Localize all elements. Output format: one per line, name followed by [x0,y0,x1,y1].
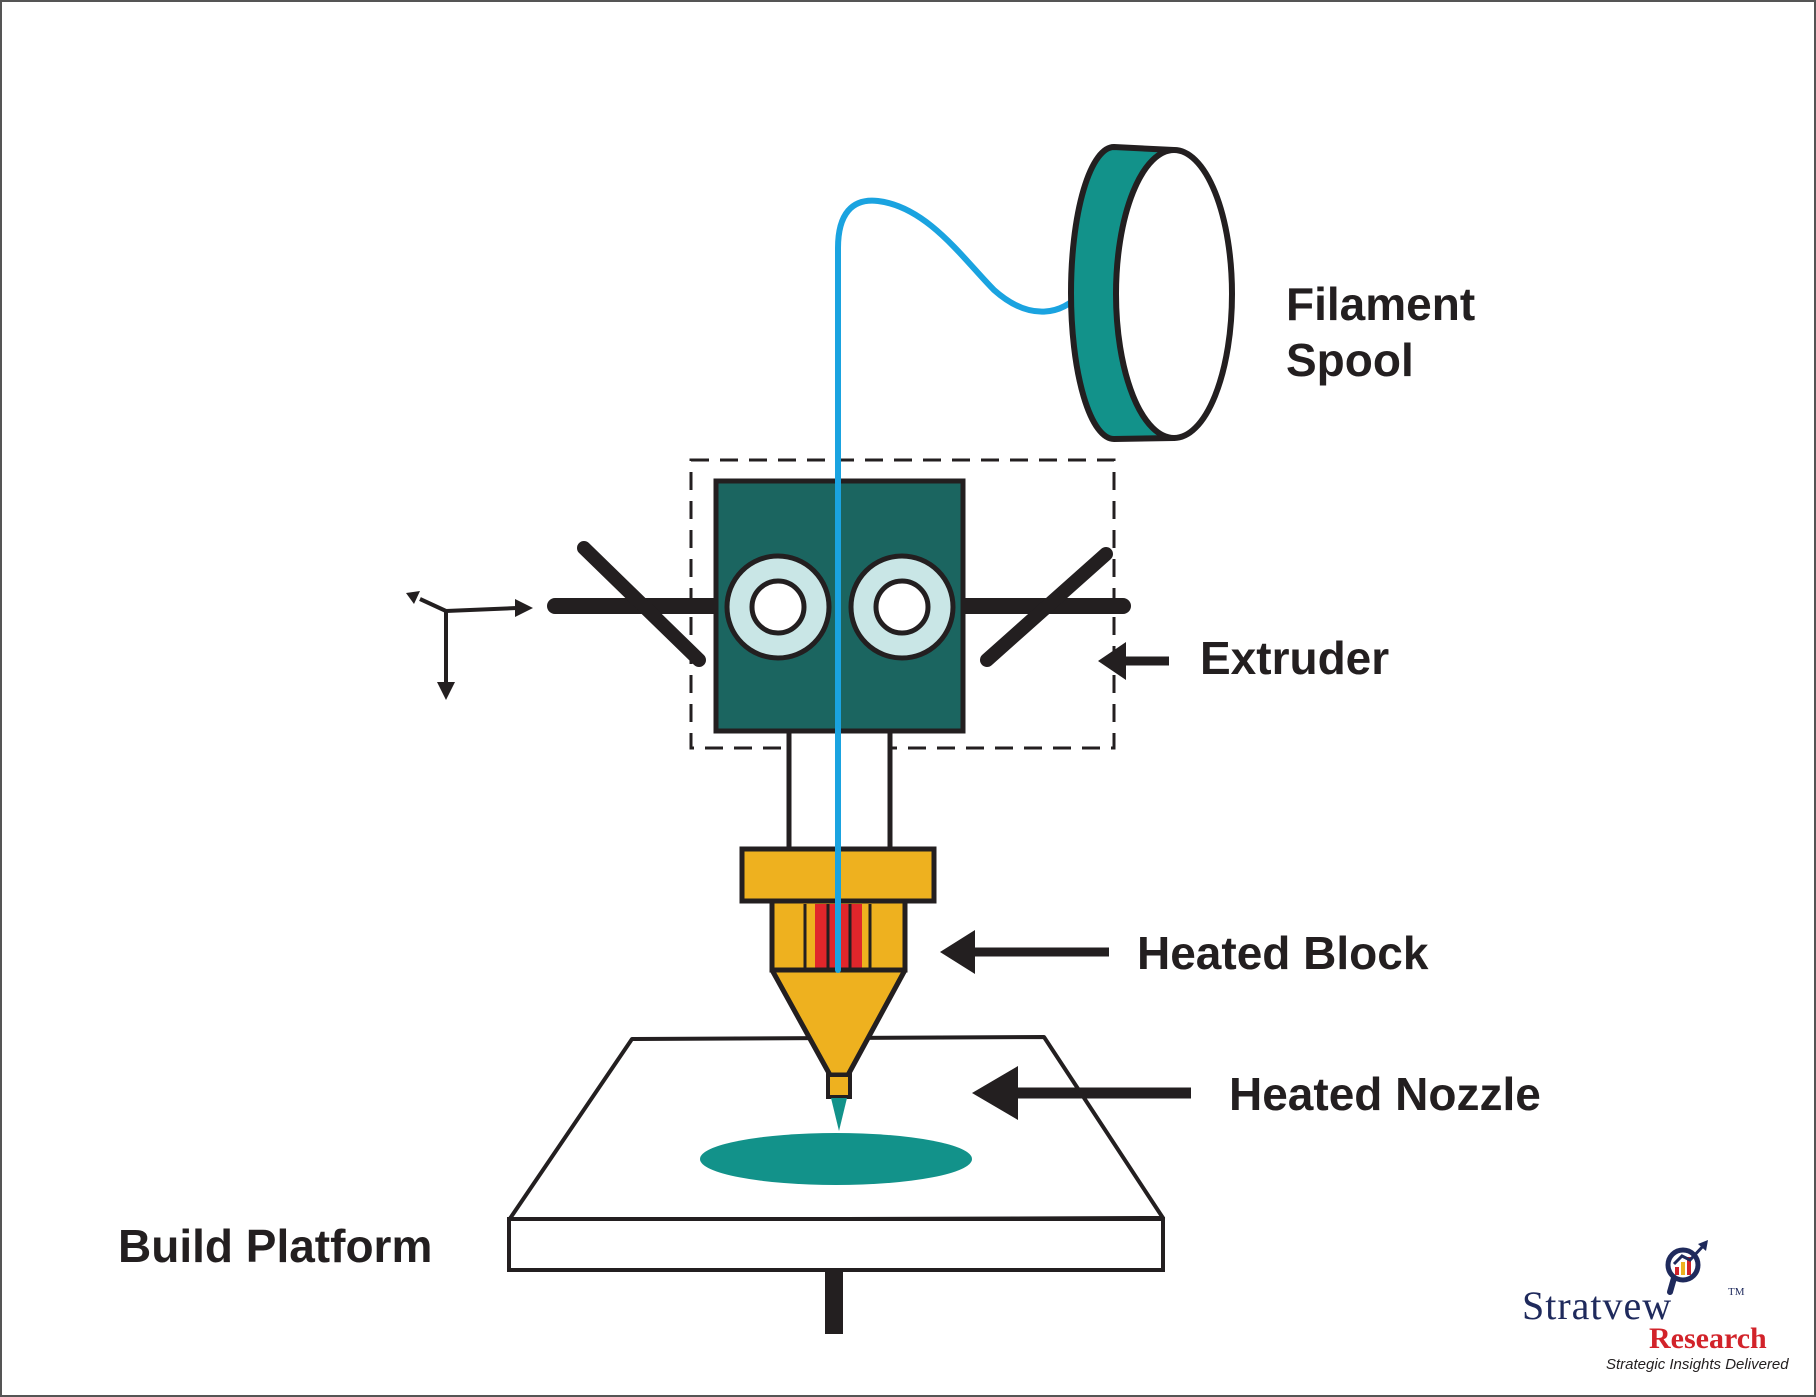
nozzle-tip [826,1073,852,1099]
filament-spool-label-line2: Spool [1286,334,1414,386]
logo-subname: Research [1649,1322,1767,1355]
left-drive-roller [724,553,832,661]
logo-magnifier-icon [1665,1240,1708,1295]
logo-name: Stratvew [1522,1282,1672,1329]
printed-layer [700,1133,972,1185]
logo-name-part2: v [1602,1283,1624,1328]
build-platform-label: Build Platform [118,1220,433,1272]
build-platform-front-edge [507,1217,1165,1272]
heated-block-label: Heated Block [1137,927,1429,979]
heated-nozzle-pointer-arrow [972,1066,1191,1120]
extruded-strand [831,1098,847,1131]
heated-nozzle [769,967,908,1131]
logo-name-part1: Strat [1522,1283,1603,1328]
right-guide-arm [980,547,1113,667]
filament [835,197,1085,973]
logo-trademark: TM [1728,1286,1745,1298]
platform-support-post [825,1270,843,1334]
heated-block-pointer-arrow [940,930,1109,974]
extruder-pointer-arrow [1098,642,1169,680]
filament-spool-label-line1: Filament [1286,278,1476,330]
left-guide-arm [577,541,706,667]
right-drive-roller [848,553,956,661]
spool-face [1113,147,1235,441]
extruder-label: Extruder [1200,632,1390,684]
filament-spool-label: Filament Spool [1286,276,1475,388]
filament-spool [1068,144,1235,442]
axis-indicator [406,591,533,700]
stratview-research-logo: Stratvew TM Research Strategic Insights … [1522,1240,1802,1380]
logo-name-part3: ew [1623,1283,1673,1328]
logo-tagline: Strategic Insights Delivered [1606,1356,1789,1373]
heated-nozzle-label: Heated Nozzle [1229,1068,1541,1120]
